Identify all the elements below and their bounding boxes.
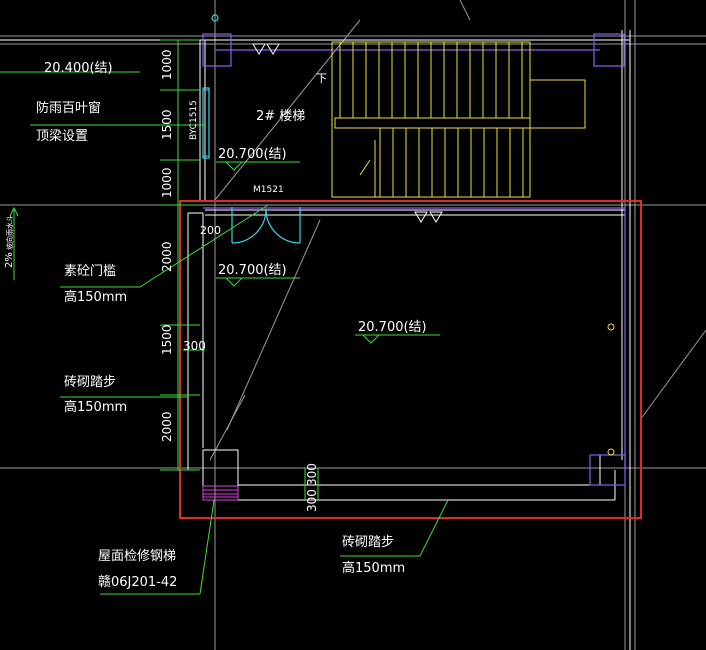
level-20400: 20.400(结) [44,61,113,76]
walls [0,30,631,650]
note-ladder-1: 屋面检修钢梯 [98,549,176,564]
note-sill-2: 高150mm [64,289,127,305]
dim-1500-top: 1500 [160,109,174,140]
stair-treads [339,42,531,197]
dim-2000-a: 2000 [160,241,174,272]
note-step-1: 砖砌踏步 [64,375,116,390]
vent-marks [252,43,443,223]
note-sill-1: 素砼门槛 [64,264,116,279]
stair-title: 2# 楼梯 [256,109,305,124]
dim-1500-b: 1500 [160,324,174,355]
roof-drain-2 [607,448,615,456]
dim-300-bottom-a: 300 [305,489,319,512]
note-louver-2: 顶梁设置 [36,129,88,144]
note-ladder-2: 赣06J201-42 [98,575,177,590]
slope-value: 2% [4,252,15,268]
stair-down-arrow-label: 下 [316,72,327,85]
level-20700-b: 20.700(结) [218,263,287,278]
dim-300-bottom-b: 300 [305,463,319,486]
dim-1000-mid: 1000 [160,167,174,198]
window-code: BYC1515 [189,100,199,140]
dim-300-left: 300 [183,339,206,353]
dim-200: 200 [200,224,221,237]
level-20700-c: 20.700(结) [358,320,427,335]
dimension-lines [0,39,449,595]
annotations: 20.400(结) 20.700(结) 20.700(结) 20.700(结) … [4,49,427,590]
maintenance-ladder [202,485,239,501]
note-louver-1: 防雨百叶窗 [36,100,101,116]
dim-1000-top: 1000 [160,49,174,80]
door-code: M1521 [253,185,284,195]
parapet-purple [202,33,626,486]
note-bottom-step-2: 高150mm [342,560,405,576]
roof-drain-1 [607,323,615,331]
highlight-box [179,200,642,519]
door-m1521 [202,14,301,244]
dim-2000-b: 2000 [160,411,174,442]
louver-window [202,89,210,157]
level-20700-a: 20.700(结) [218,147,287,162]
slope-text: 坡向雨水斗 [5,215,14,250]
note-step-2: 高150mm [64,399,127,415]
note-bottom-step-1: 砖砌踏步 [342,535,394,550]
